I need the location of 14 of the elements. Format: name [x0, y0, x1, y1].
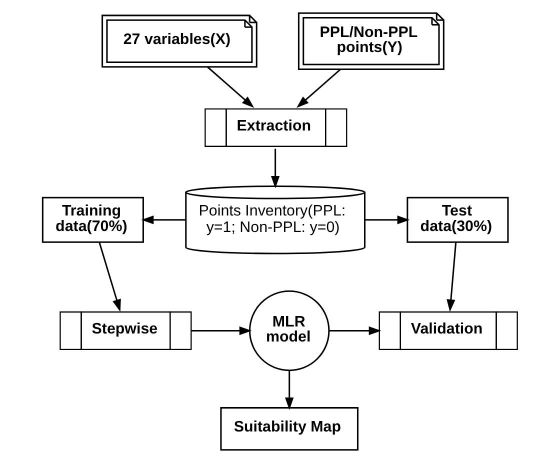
arrow — [141, 216, 186, 224]
arrow — [98, 242, 121, 312]
arrow — [191, 326, 252, 336]
arrow — [270, 148, 280, 188]
arrow — [207, 66, 254, 108]
node-box: Training data(70%) — [42, 196, 144, 243]
node-circle: MLR model — [248, 290, 330, 372]
node-box: Suitability Map — [220, 407, 358, 451]
arrow — [285, 370, 294, 410]
arrow — [446, 242, 457, 312]
arrow — [296, 68, 341, 108]
arrow — [365, 216, 410, 224]
node-box: Test data(30%) — [406, 196, 509, 243]
arrow — [329, 326, 382, 336]
